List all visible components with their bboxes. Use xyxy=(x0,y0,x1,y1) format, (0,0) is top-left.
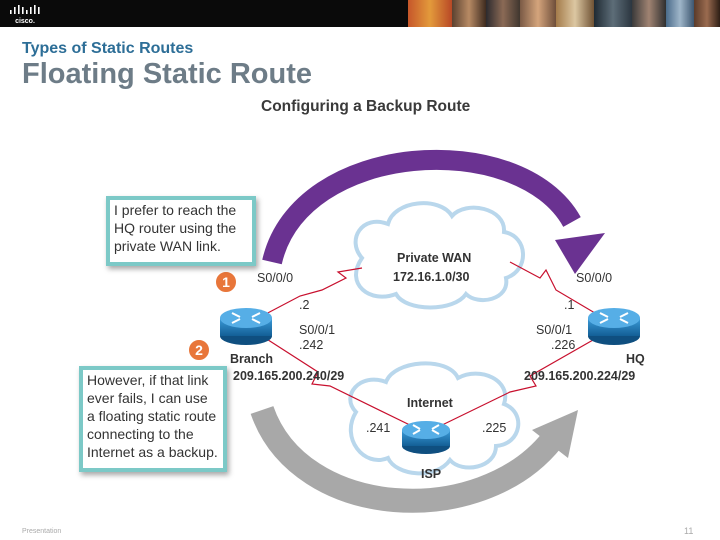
branch-s001-label: S0/0/1 xyxy=(299,323,336,337)
link-branch-isp xyxy=(261,335,417,429)
isp-branch-host: .241 xyxy=(366,421,391,435)
callout-backup-route: However, if that link ever fails, I can … xyxy=(79,366,227,472)
top-banner: cisco. xyxy=(0,0,720,27)
internet-cloud xyxy=(348,361,521,476)
footer-presentation-label: Presentation xyxy=(22,528,62,535)
callout-primary-route: I prefer to reach the HQ router using th… xyxy=(106,196,256,266)
diagram-title: Configuring a Backup Route xyxy=(261,98,471,115)
page-number: 11 xyxy=(684,526,694,536)
hq-s000-host: .1 xyxy=(564,298,575,312)
hq-s000-label: S0/0/0 xyxy=(576,271,613,285)
hq-network: 209.165.200.224/29 xyxy=(524,369,636,383)
hq-label: HQ xyxy=(626,352,645,366)
badge-1: 1 xyxy=(214,270,238,294)
backup-route-arrow xyxy=(250,405,578,513)
branch-network: 209.165.200.240/29 xyxy=(233,369,345,383)
link-hq-isp xyxy=(435,335,601,429)
branch-router-icon[interactable] xyxy=(220,308,272,345)
private-wan-cloud xyxy=(353,201,525,310)
branch-s000-host: .2 xyxy=(299,298,310,312)
link-branch-hq-wan xyxy=(261,261,601,317)
slide-subtitle: Types of Static Routes xyxy=(22,40,194,57)
hq-s001-host: .226 xyxy=(551,338,576,352)
svg-text:cisco.: cisco. xyxy=(15,18,35,24)
hq-s001-label: S0/0/1 xyxy=(536,323,573,337)
callout-backup-text: However, if that link ever fails, I can … xyxy=(87,372,218,460)
callout-primary-text: I prefer to reach the HQ router using th… xyxy=(114,202,237,254)
private-wan-label: Private WAN xyxy=(397,251,472,265)
branch-s001-host: .242 xyxy=(299,338,324,352)
people-photo-strip xyxy=(408,0,720,27)
badge-2: 2 xyxy=(187,338,211,362)
isp-label: ISP xyxy=(421,467,442,481)
svg-text:1: 1 xyxy=(222,274,230,290)
branch-s000-label: S0/0/0 xyxy=(257,271,294,285)
isp-hq-host: .225 xyxy=(482,421,507,435)
cisco-logo: cisco. xyxy=(10,5,40,24)
hq-router-icon[interactable] xyxy=(588,308,640,345)
svg-text:2: 2 xyxy=(195,342,203,358)
isp-router-icon[interactable] xyxy=(402,421,450,454)
internet-label: Internet xyxy=(407,396,453,410)
private-wan-network: 172.16.1.0/30 xyxy=(393,270,470,284)
primary-route-arrow xyxy=(262,149,605,274)
slide-title: Floating Static Route xyxy=(22,58,312,90)
branch-label: Branch xyxy=(230,352,274,366)
